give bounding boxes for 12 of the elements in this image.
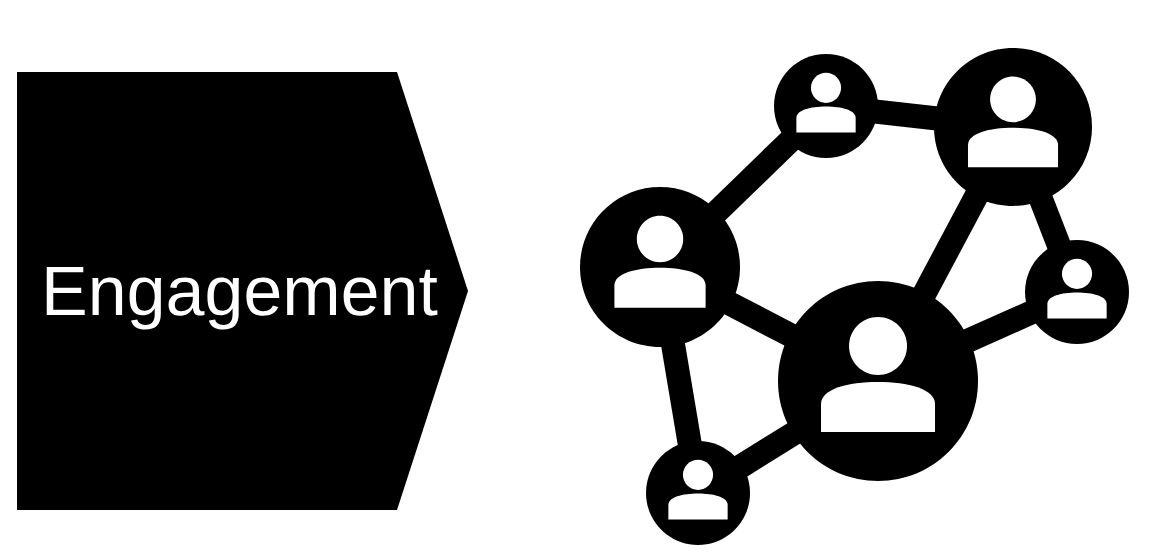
person-icon bbox=[580, 187, 740, 347]
connector-line bbox=[913, 188, 988, 301]
person-icon bbox=[774, 54, 878, 158]
person-icon bbox=[778, 281, 978, 481]
connector-line bbox=[707, 131, 800, 222]
connector-line bbox=[660, 341, 702, 447]
connector-line bbox=[873, 99, 939, 131]
person-icon bbox=[646, 441, 750, 545]
arrow-box: Engagement bbox=[17, 72, 468, 510]
connector-line bbox=[1029, 193, 1071, 251]
person-icon bbox=[1025, 240, 1129, 344]
person-icon bbox=[934, 48, 1092, 206]
